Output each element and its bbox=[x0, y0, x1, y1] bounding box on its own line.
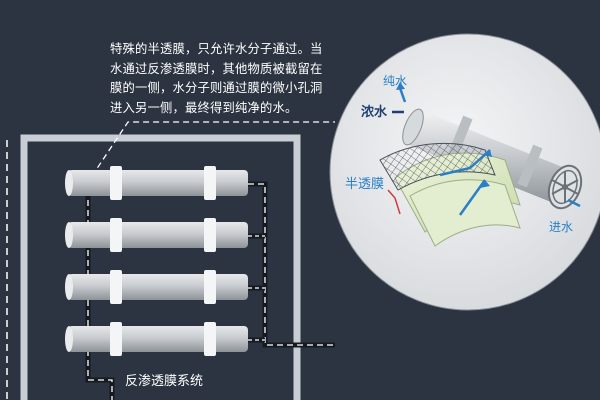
description-line-1: 特殊的半透膜，只允许水分子通过。当 bbox=[110, 42, 323, 56]
description-line-3: 膜的一侧，水分子则通过膜的微小孔洞 bbox=[110, 81, 323, 95]
inlet-label: 进水 bbox=[549, 220, 574, 234]
description-line-4: 进入另一侧，最终得到纯净的水。 bbox=[110, 100, 298, 115]
membrane-label: 半透膜 bbox=[345, 177, 385, 192]
membrane-leader bbox=[387, 189, 401, 215]
pure-water-arrowhead bbox=[396, 82, 405, 90]
description-line-2: 水通过反渗透膜时，其他物质被截留在 bbox=[110, 61, 323, 76]
end-cap-wheel bbox=[547, 164, 583, 210]
description-text: 特殊的半透膜，只允许水分子通过。当 水通过反渗透膜时，其他物质被截留在 膜的一侧… bbox=[110, 40, 370, 118]
membrane-sheet bbox=[379, 143, 521, 247]
pure-water-arrow bbox=[398, 87, 407, 103]
leader-line bbox=[91, 121, 335, 177]
system-label: 反渗透膜系统 bbox=[125, 374, 204, 389]
membrane-tube-1 bbox=[65, 166, 248, 200]
membrane-tube-2 bbox=[65, 218, 248, 252]
membrane-tube-3 bbox=[65, 270, 248, 304]
system-frame bbox=[20, 134, 301, 400]
inlet-arrow bbox=[567, 198, 581, 208]
pure-water-label: 纯水 bbox=[383, 74, 408, 88]
zoom-circle bbox=[329, 33, 600, 311]
membrane-tube-4 bbox=[65, 322, 248, 356]
concentrate-label: 浓水 bbox=[361, 105, 388, 120]
